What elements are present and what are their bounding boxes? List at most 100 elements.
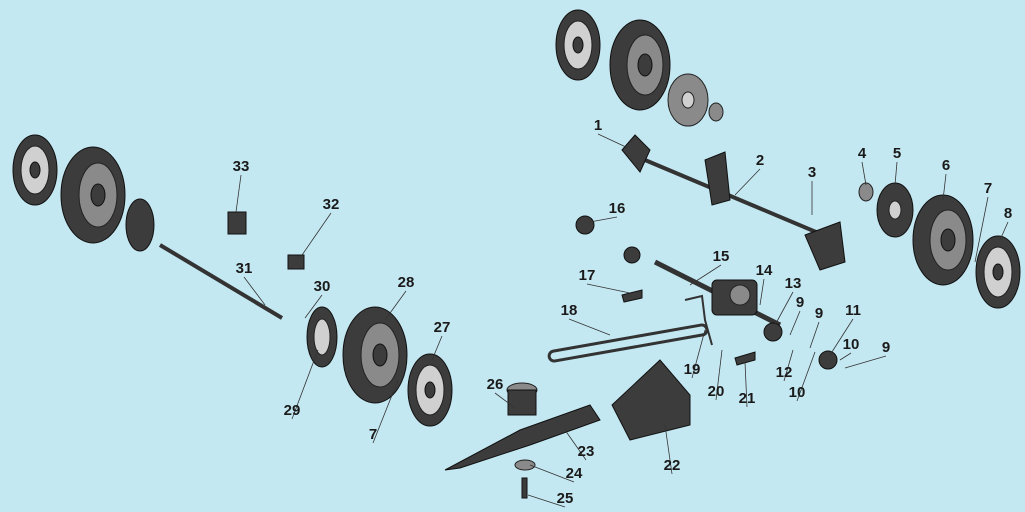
- leader-line: [999, 221, 1009, 241]
- part-number-label: 1: [594, 117, 602, 134]
- leader-line: [839, 352, 852, 361]
- leader-line: [304, 294, 323, 319]
- leader-lines: [235, 133, 1009, 508]
- leader-line: [494, 392, 516, 409]
- leader-line: [243, 276, 266, 306]
- disc-5: [876, 182, 914, 238]
- wheel-6: [912, 194, 974, 286]
- part-number-label: 25: [557, 490, 574, 507]
- part-number-label: 30: [314, 278, 331, 295]
- adapter-26: [506, 382, 538, 416]
- leader-line: [796, 351, 816, 402]
- part-number-label: 27: [434, 319, 451, 336]
- part-number-label: 6: [942, 157, 950, 174]
- part-number-label: 8: [1004, 205, 1012, 222]
- handle-bracket-left: [704, 151, 731, 206]
- bracket-21: [734, 351, 756, 366]
- leader-line: [744, 361, 748, 408]
- bolt-25: [521, 477, 528, 499]
- leader-line: [589, 216, 618, 223]
- disc-left: [125, 198, 155, 252]
- leader-line: [299, 212, 332, 259]
- part-number-label: 23: [578, 443, 595, 460]
- part-number-label: 2: [756, 152, 764, 169]
- pulley-13: [763, 322, 783, 342]
- part-number-label: 21: [739, 390, 756, 407]
- front-axle-31: [158, 243, 284, 320]
- part-number-label: 9: [882, 339, 890, 356]
- rear-axle: [644, 158, 836, 242]
- part-number-label: 7: [984, 180, 992, 197]
- bracket-33: [227, 211, 247, 235]
- part-number-label: 18: [561, 302, 578, 319]
- leader-line: [809, 321, 820, 349]
- leader-line: [529, 464, 575, 483]
- leader-line: [691, 329, 706, 379]
- part-number-label: 9: [796, 294, 804, 311]
- leader-line: [759, 278, 765, 306]
- wheel-28: [342, 306, 408, 404]
- leader-line: [942, 173, 947, 201]
- part-number-label: 24: [566, 465, 583, 482]
- hubcap-top: [555, 9, 601, 81]
- washer-24: [514, 459, 536, 471]
- part-number-label: 7: [369, 426, 377, 443]
- leader-line: [829, 318, 854, 356]
- part-number-label: 32: [323, 196, 340, 213]
- washer-top: [708, 102, 724, 122]
- leader-line: [664, 424, 673, 475]
- leader-line: [372, 379, 399, 444]
- leader-line: [861, 161, 867, 186]
- leader-line: [586, 283, 631, 294]
- belt-18: [547, 323, 709, 363]
- part-number-label: 5: [893, 145, 901, 162]
- handle-bracket-right: [804, 221, 846, 271]
- deflector-22: [611, 359, 691, 441]
- part-number-label: 15: [713, 248, 730, 265]
- part-number-label: 14: [756, 262, 773, 279]
- leader-line: [527, 494, 566, 508]
- hubcap-left: [12, 134, 58, 206]
- leader-line: [783, 349, 794, 382]
- bracket-32: [287, 254, 305, 270]
- washer-4: [858, 182, 874, 202]
- wheel-top: [609, 19, 671, 111]
- gear-16: [575, 215, 595, 235]
- part-number-label: 28: [398, 274, 415, 291]
- part-number-label: 4: [858, 145, 867, 162]
- disc-top: [667, 73, 709, 127]
- part-number-label: 10: [843, 336, 860, 353]
- part-number-label: 12: [776, 364, 793, 381]
- leader-line: [689, 264, 722, 286]
- leader-line: [734, 168, 761, 196]
- leader-line: [431, 335, 443, 361]
- leader-line: [789, 310, 801, 336]
- part-number-label: 9: [815, 305, 823, 322]
- wheel-left: [60, 146, 126, 244]
- disc-29: [306, 306, 338, 368]
- part-number-label: 10: [789, 384, 806, 401]
- part-number-label: 16: [609, 200, 626, 217]
- wire-19: [684, 294, 713, 346]
- part-number-label: 33: [233, 158, 250, 175]
- leader-line: [715, 349, 723, 401]
- part-number-label: 29: [284, 402, 301, 419]
- part-number-label: 13: [785, 275, 802, 292]
- gearbox: [711, 279, 758, 316]
- leader-line: [597, 133, 629, 149]
- leader-line: [894, 161, 898, 186]
- blade-23: [444, 404, 601, 471]
- parts-group: [12, 9, 1021, 499]
- leader-line: [974, 196, 989, 263]
- bushing-16b: [623, 246, 641, 264]
- leader-line: [564, 429, 587, 461]
- part-number-label: 22: [664, 457, 681, 474]
- leader-line: [844, 355, 887, 369]
- hubcap-8: [975, 235, 1021, 309]
- part-number-label: 17: [579, 267, 596, 284]
- handle-knob-1: [621, 134, 651, 173]
- hubcap-27: [407, 353, 453, 427]
- part-number-label: 3: [808, 164, 816, 181]
